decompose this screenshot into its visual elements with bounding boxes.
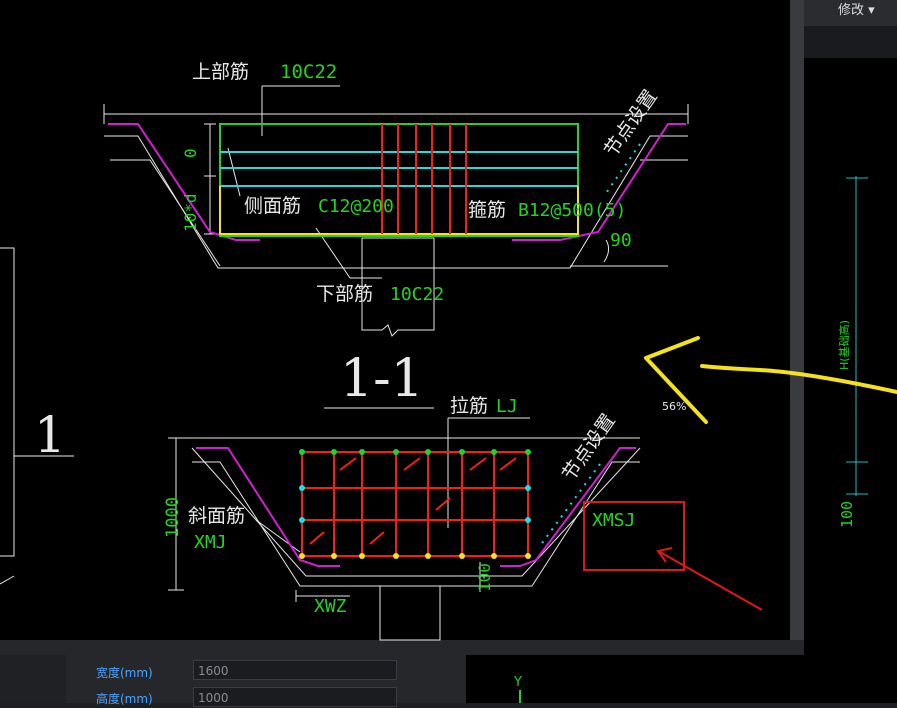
dim-10d: 10*d bbox=[181, 193, 200, 232]
bottom-section-magenta-bars bbox=[196, 447, 636, 567]
drawing-canvas-right[interactable] bbox=[804, 0, 897, 703]
annotation-yellow-arrow bbox=[644, 336, 897, 424]
bottom-section-rebar-grid bbox=[301, 451, 529, 557]
width-input[interactable]: 1600 bbox=[193, 660, 397, 680]
bottom-section-green-dots bbox=[299, 449, 531, 455]
zoom-indicator: 56% bbox=[662, 400, 686, 413]
property-panel-sidebar bbox=[0, 655, 66, 703]
modify-menu-label[interactable]: 修改 ▾ bbox=[838, 3, 875, 18]
stirrup-label: 箍筋 bbox=[468, 199, 506, 221]
height-input[interactable]: 1000 bbox=[193, 687, 397, 707]
bottom-node-setting: 节点设置 bbox=[558, 410, 620, 485]
tie-value: LJ bbox=[496, 396, 518, 417]
right-dim-100: 100 bbox=[838, 501, 856, 528]
top-section-red-bars bbox=[381, 124, 467, 234]
xmsj-highlight-box bbox=[583, 501, 685, 571]
bottom-section-yellow-dots bbox=[299, 553, 531, 559]
upper-bar-label: 上部筋 bbox=[192, 61, 249, 83]
left-side-frame bbox=[0, 247, 74, 585]
upper-bar-value: 10C22 bbox=[280, 61, 337, 83]
side-bar-label: 侧面筋 bbox=[244, 195, 301, 217]
drawing-canvas-bottom[interactable] bbox=[466, 655, 804, 703]
top-section-outline bbox=[103, 85, 689, 337]
popup-frame-edge bbox=[790, 0, 804, 655]
toolbar-strip bbox=[804, 26, 897, 58]
stirrup-value: B12@500(5) bbox=[518, 200, 626, 221]
tie-label: 拉筋 bbox=[450, 395, 488, 417]
section-title: 1-1 bbox=[340, 349, 424, 409]
slope-value: XMJ bbox=[194, 532, 227, 553]
axis-y-label: Y bbox=[513, 675, 522, 690]
dim-100-bottom: 100 bbox=[475, 563, 494, 592]
xwz-label: XWZ bbox=[314, 596, 347, 617]
annotation-red-arrow bbox=[656, 547, 763, 611]
slope-label: 斜面筋 bbox=[188, 505, 245, 527]
lower-bar-label: 下部筋 bbox=[316, 283, 373, 305]
dim-zero: 0 bbox=[181, 148, 200, 158]
xmsj-label: XMSJ bbox=[592, 510, 635, 531]
top-section-magenta-bars bbox=[108, 123, 686, 241]
lower-bar-value: 10C22 bbox=[390, 284, 444, 305]
angle-90: 90 bbox=[610, 230, 632, 251]
right-dim-h: H(基础高) bbox=[837, 320, 851, 370]
bottom-section-cyan-dots bbox=[299, 485, 531, 523]
width-label: 宽度(mm) bbox=[96, 666, 153, 680]
bottom-section-outline bbox=[168, 417, 641, 641]
side-bar-value: C12@200 bbox=[318, 196, 394, 217]
side-numeral: 1 bbox=[34, 406, 66, 464]
dim-1000: 1000 bbox=[163, 497, 183, 538]
right-dimension-lines bbox=[846, 176, 868, 496]
bottom-section-dotted-edge bbox=[539, 463, 601, 547]
modify-menu[interactable]: 修改 ▾ bbox=[804, 0, 897, 26]
